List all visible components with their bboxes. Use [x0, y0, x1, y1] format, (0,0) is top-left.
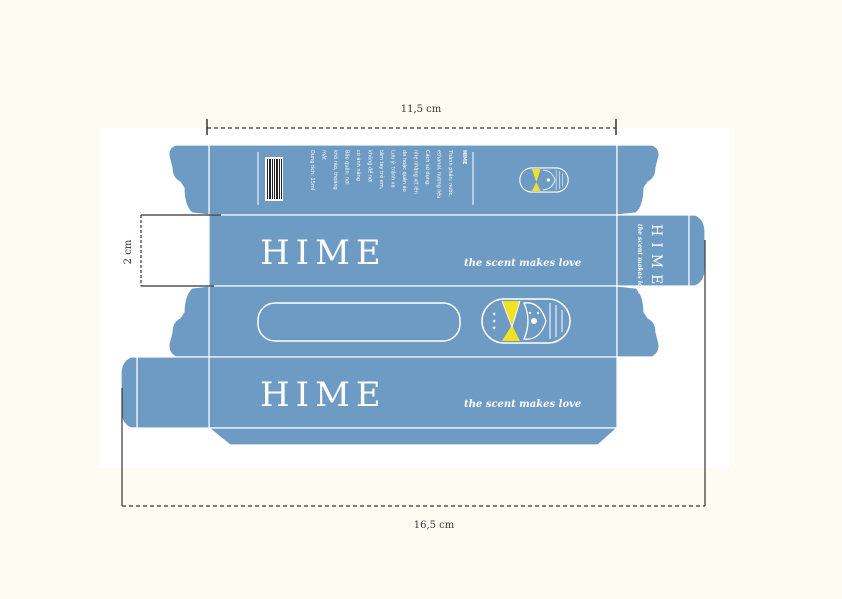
front-panel-1: [208, 214, 618, 287]
side-text-line: tầm tay trẻ em,: [378, 150, 386, 190]
end-panel-branding: HIME the scent makes love: [636, 224, 664, 295]
top-dimension-label: 11,5 cm: [401, 104, 442, 115]
flap-mid-right: [616, 285, 660, 358]
tagline-2: the scent makes love: [464, 399, 581, 410]
side-text-line: Bảo quản: nơi: [344, 150, 351, 185]
left-dimension: 2 cm: [123, 214, 221, 287]
brand-name-2: HIME: [260, 375, 387, 415]
side-text-line: nhẹ nhàng xịt lên: [413, 150, 420, 194]
side-text-line: không để nơi: [367, 150, 374, 183]
hime-emblem-large-icon: ✦ ✦ ✦: [481, 298, 571, 344]
brand-name-1: HIME: [260, 233, 387, 273]
side-text-line: có ánh nắng: [355, 150, 362, 181]
side-text-line: Thành phần: nước,: [447, 149, 455, 197]
right-end-panel: [616, 214, 690, 287]
side-text-line: Lưu ý: tránh xa: [390, 150, 397, 188]
flap-top-right: [616, 144, 660, 216]
bottom-dimension-label: 16,5 cm: [414, 520, 455, 531]
side-text-line: ethanol, hương liệu: [436, 150, 443, 198]
side-text-line: khô ráo, thoáng: [332, 150, 339, 190]
flap-top-left: [168, 144, 210, 216]
top-dimension: 11,5 cm: [206, 104, 617, 135]
bottom-tuck-flap: [207, 427, 619, 446]
barcode-icon: [265, 157, 283, 201]
left-end-panel: [136, 356, 210, 429]
label-window: [257, 302, 461, 342]
end-tagline: the scent makes love: [636, 224, 643, 295]
side-text-line: Cách sử dụng:: [424, 150, 431, 186]
side-title: HIME: [461, 150, 467, 165]
side-text-block: HIME Thành phần: nước, ethanol, hương liệ…: [309, 149, 467, 198]
bottom-dimension: 16,5 cm: [121, 240, 706, 531]
top-side-content: HIME Thành phần: nước, ethanol, hương liệ…: [257, 149, 569, 205]
side-text-line: mát: [321, 150, 328, 160]
hime-emblem-icon: [519, 167, 569, 193]
side-text-line: da hoặc quần áo: [401, 150, 409, 192]
side-text-line: Dung tích: 15ml: [309, 150, 316, 190]
svg-text:✦ ✦ ✦: ✦ ✦ ✦: [490, 312, 497, 331]
box-body: [120, 144, 706, 446]
front-panel-2: [208, 356, 618, 429]
right-glue-tab: [688, 214, 706, 287]
tagline-1: the scent makes love: [464, 258, 581, 269]
end-brand-name: HIME: [648, 224, 664, 290]
left-glue-tab: [120, 356, 138, 429]
left-dimension-label: 2 cm: [123, 239, 134, 264]
flap-mid-left: [168, 285, 210, 358]
